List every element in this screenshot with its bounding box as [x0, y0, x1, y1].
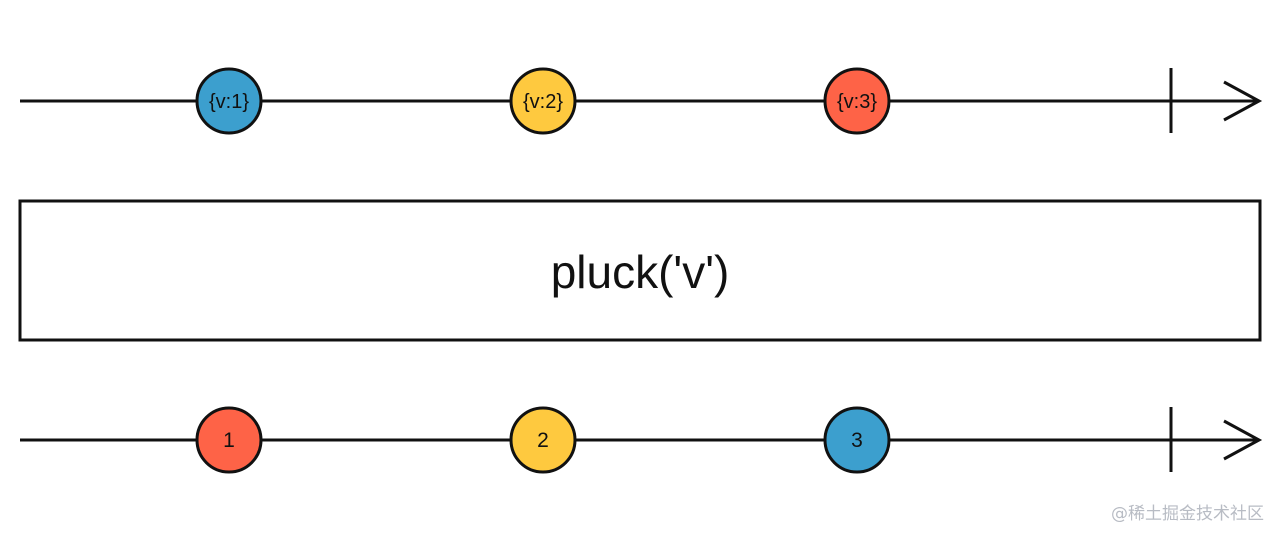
input-marble-label: {v:3} — [837, 91, 877, 113]
input-timeline: {v:1} {v:2} {v:3} — [20, 67, 1263, 135]
operator-box-frame — [18, 199, 1262, 342]
input-marble: {v:2} — [509, 67, 577, 135]
input-marble: {v:1} — [195, 67, 263, 135]
input-marble-label: {v:1} — [209, 91, 249, 113]
output-marble: 3 — [823, 406, 891, 474]
output-marble-label: 3 — [851, 429, 863, 452]
output-marble: 2 — [509, 406, 577, 474]
output-timeline: 1 2 3 — [20, 406, 1263, 474]
operator-label: pluck('v') — [551, 246, 730, 298]
input-marble-circle — [195, 67, 263, 135]
input-marble-circle — [509, 67, 577, 135]
input-marble: {v:3} — [823, 67, 891, 135]
output-arrow-head — [1223, 419, 1263, 461]
output-marble-circle — [195, 406, 263, 474]
watermark: @稀土掘金技术社区 — [1111, 504, 1264, 524]
output-marble-circle — [509, 406, 577, 474]
output-marble-label: 1 — [223, 429, 235, 452]
input-marble-label: {v:2} — [523, 91, 563, 113]
input-arrow-head — [1223, 80, 1263, 122]
operator-box: pluck('v') — [18, 199, 1262, 342]
output-marble-label: 2 — [537, 429, 549, 452]
output-marble-circle — [823, 406, 891, 474]
input-marble-circle — [823, 67, 891, 135]
output-marble: 1 — [195, 406, 263, 474]
